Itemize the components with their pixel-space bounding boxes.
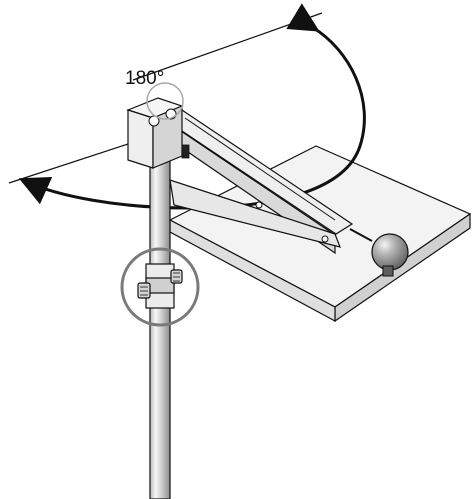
- detail-circle: [120, 247, 200, 327]
- clamp-screw-right: [170, 269, 183, 284]
- rotation-plane-line-left: [8, 140, 138, 184]
- top-detail-circle: [146, 82, 184, 120]
- ball-knob-shaft: [349, 228, 373, 242]
- ball-knob-neck: [382, 265, 394, 277]
- ball-knob-sphere: [371, 233, 409, 271]
- mount-head: [126, 97, 190, 169]
- rotation-angle-label: 180°: [125, 68, 164, 89]
- arm-screw-left: [255, 201, 263, 209]
- ball-knob: [349, 228, 409, 277]
- bracket-assembly: [169, 100, 354, 255]
- clamp-screw-left: [137, 282, 151, 299]
- clamp-detail: [120, 247, 200, 327]
- arm-screw-right: [321, 235, 329, 243]
- pole: [149, 141, 171, 499]
- pole-body: [149, 141, 171, 499]
- arm-groove: [184, 117, 336, 221]
- mount-switch: [181, 144, 190, 159]
- arm-base: [169, 179, 341, 248]
